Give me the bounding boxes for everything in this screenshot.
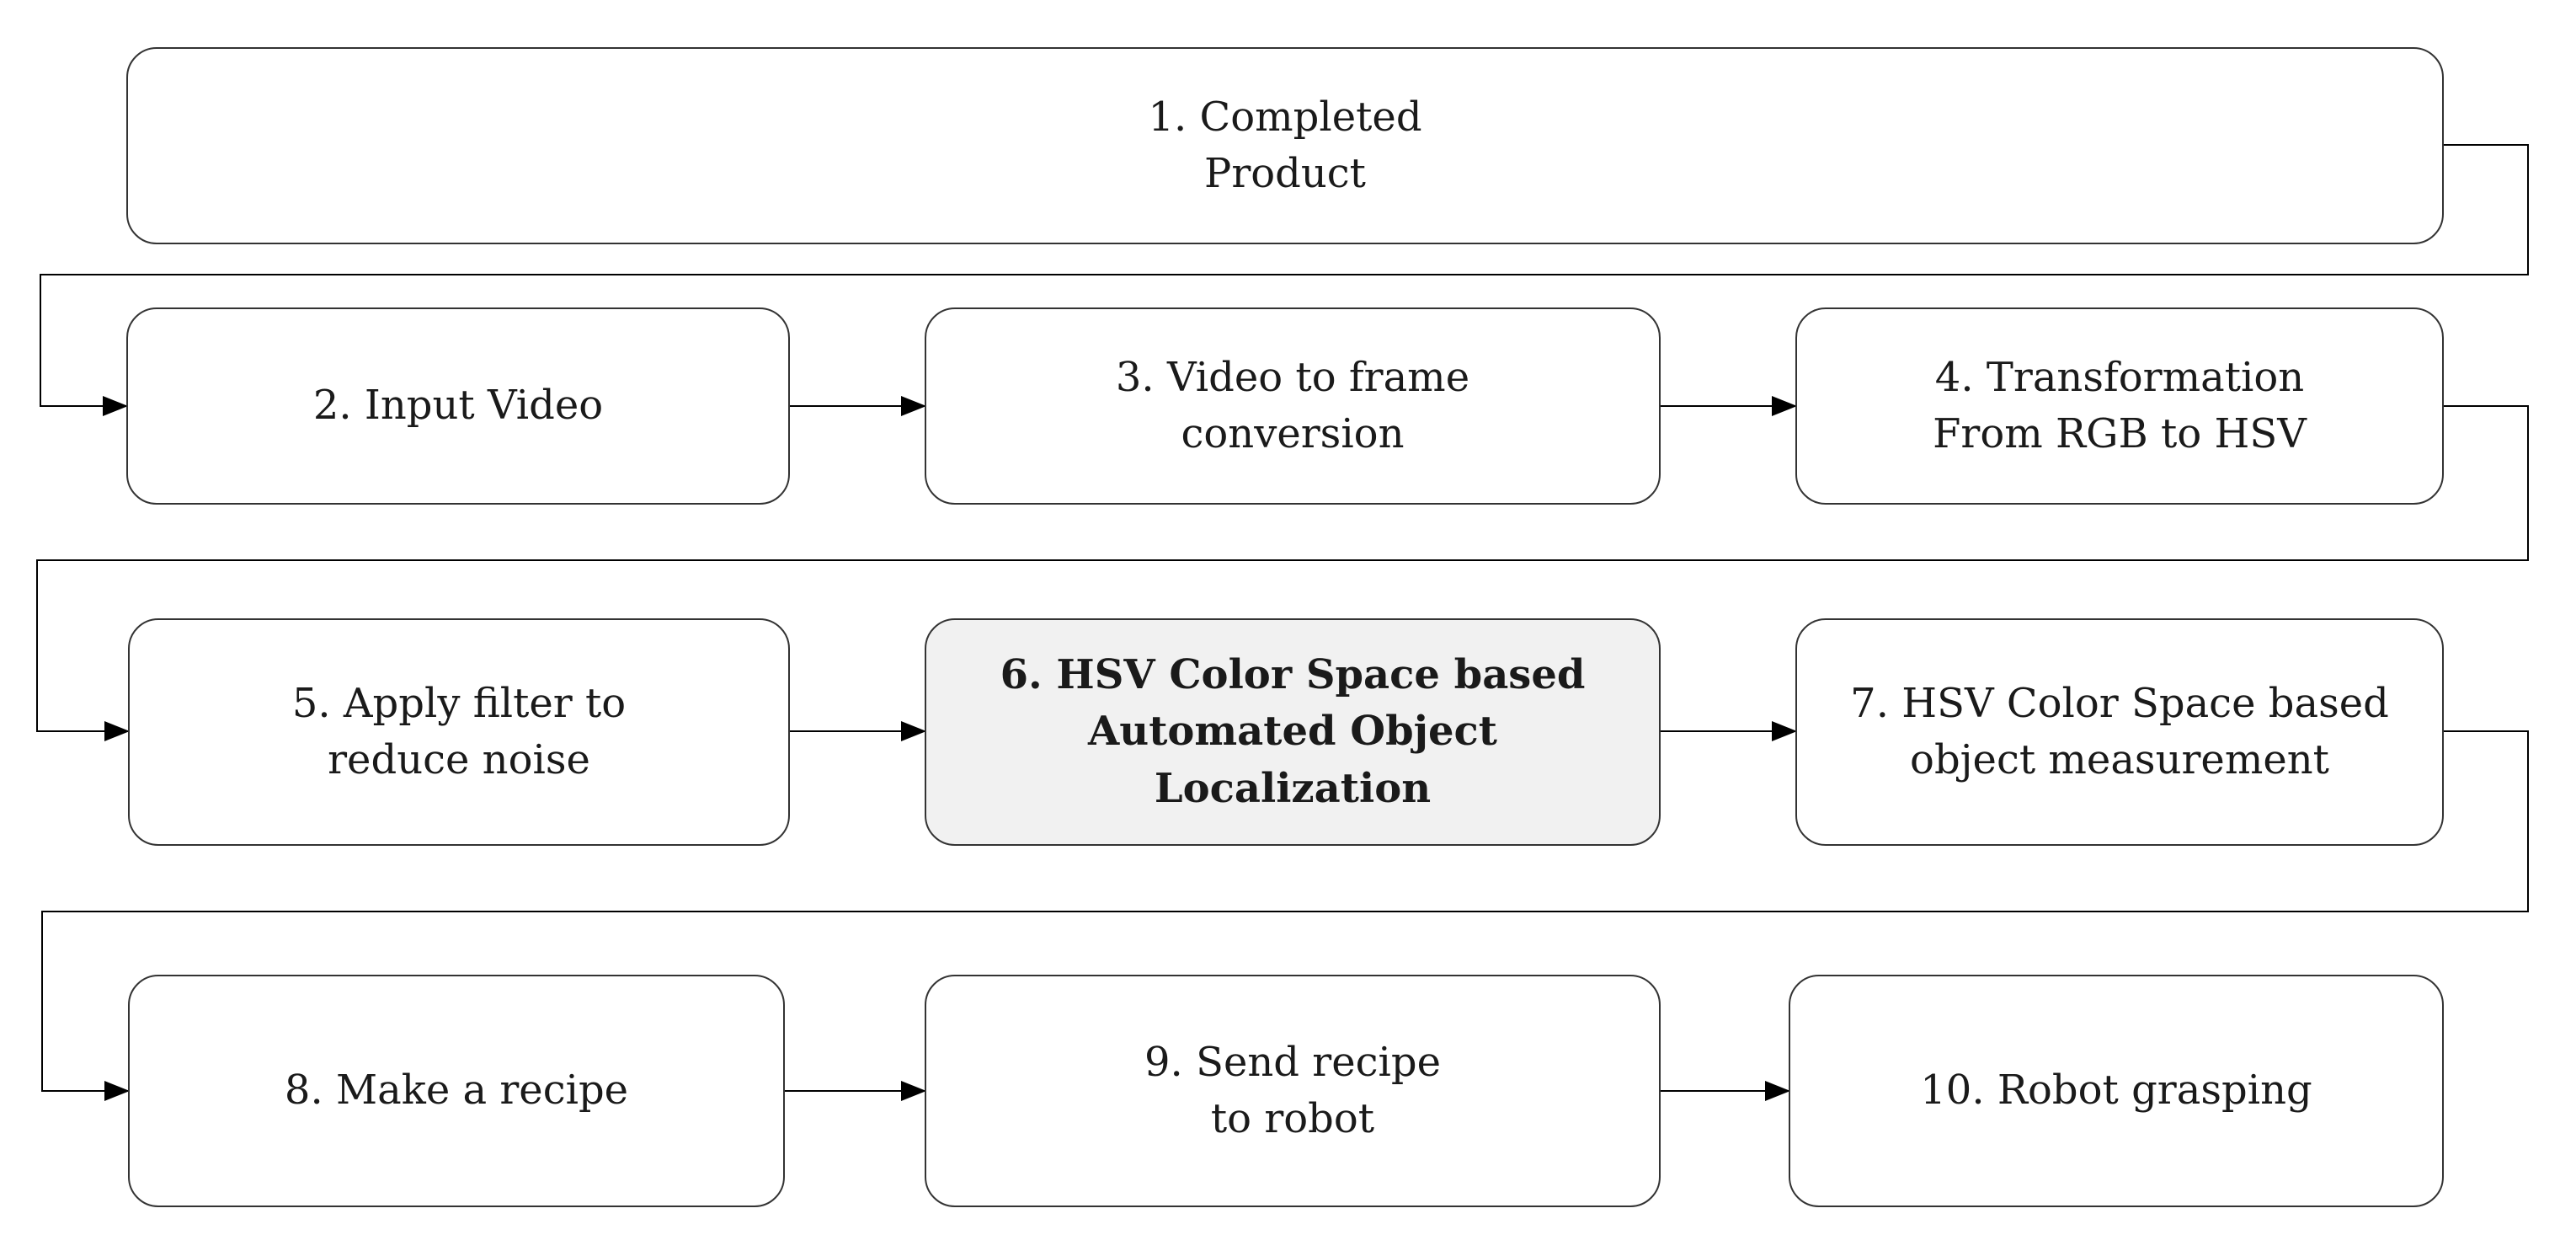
step-10-label: 10. Robot grasping: [1920, 1067, 2312, 1115]
step-6-label: 6. HSV Color Space based Automated Objec…: [1000, 651, 1586, 812]
step-4-rgb-to-hsv: 4. Transformation From RGB to HSV: [1795, 307, 2444, 505]
step-8-label: 8. Make a recipe: [284, 1067, 629, 1115]
step-5-apply-filter: 5. Apply filter to reduce noise: [128, 618, 790, 846]
step-7-label: 7. HSV Color Space based object measurem…: [1850, 679, 2389, 783]
step-1-label: 1. Completed Product: [1148, 93, 1422, 197]
step-3-video-to-frame: 3. Video to frame conversion: [925, 307, 1661, 505]
step-2-label: 2. Input Video: [312, 382, 604, 430]
step-2-input-video: 2. Input Video: [126, 307, 790, 505]
step-9-label: 9. Send recipe to robot: [1144, 1038, 1441, 1142]
step-5-label: 5. Apply filter to reduce noise: [291, 679, 627, 783]
step-9-send-recipe: 9. Send recipe to robot: [925, 975, 1661, 1207]
step-6-object-localization: 6. HSV Color Space based Automated Objec…: [925, 618, 1661, 846]
step-7-object-measurement: 7. HSV Color Space based object measurem…: [1795, 618, 2444, 846]
step-10-robot-grasping: 10. Robot grasping: [1789, 975, 2444, 1207]
step-4-label: 4. Transformation From RGB to HSV: [1933, 353, 2307, 457]
connector-7-to-8: [41, 730, 2529, 1101]
connector-1-to-2: [40, 144, 2529, 416]
connector-4-to-5: [36, 405, 2529, 741]
step-3-label: 3. Video to frame conversion: [1115, 353, 1470, 457]
step-1-completed-product: 1. Completed Product: [126, 47, 2444, 244]
step-8-make-recipe: 8. Make a recipe: [128, 975, 785, 1207]
